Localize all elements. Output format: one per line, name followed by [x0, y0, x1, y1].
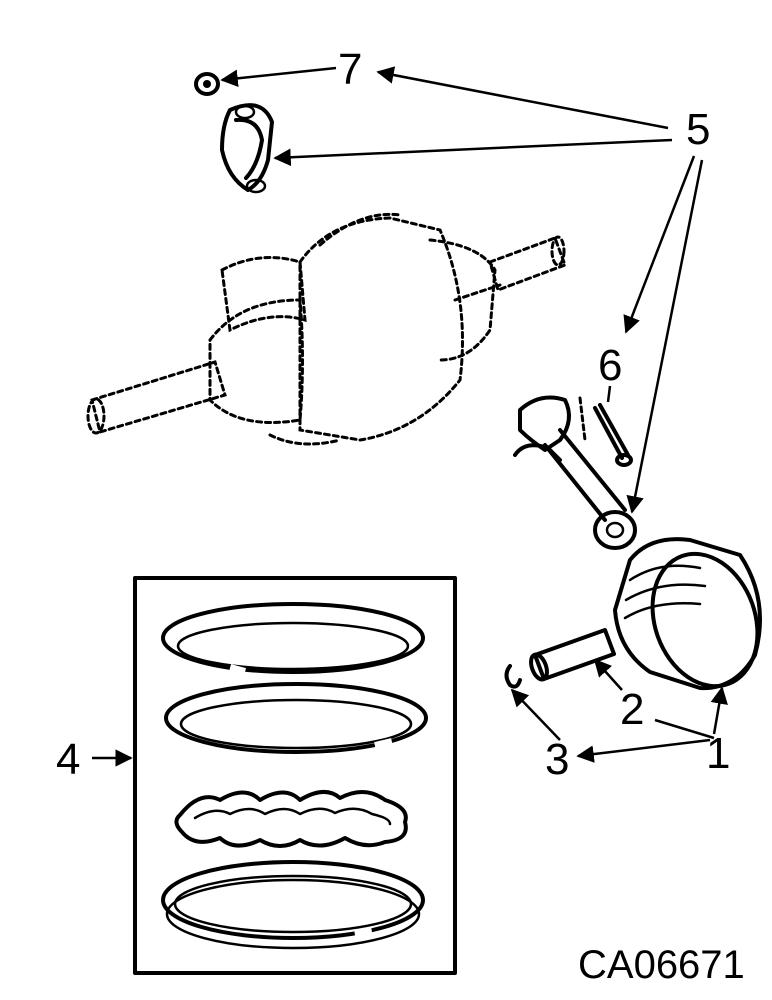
piston-drawing [613, 537, 762, 691]
bearing-cap-drawing [220, 103, 274, 194]
callout-4: 4 [56, 735, 80, 784]
callout-3: 3 [545, 735, 569, 784]
figure-code: CA06671 [578, 943, 745, 987]
leader-lines [92, 66, 728, 767]
snap-ring-drawing [504, 664, 522, 689]
piston-pin-drawing [529, 628, 616, 682]
callout-6: 6 [598, 341, 622, 390]
nut-drawing [194, 72, 220, 96]
connecting-rod-drawing [513, 395, 637, 550]
callout-2: 2 [620, 685, 644, 734]
callout-5: 5 [686, 105, 710, 154]
callout-7: 7 [338, 45, 362, 94]
piston-ring-set-box [133, 576, 457, 975]
crankshaft-drawing [86, 212, 567, 446]
rod-bolt-drawing [578, 396, 633, 467]
callout-1: 1 [706, 729, 730, 778]
